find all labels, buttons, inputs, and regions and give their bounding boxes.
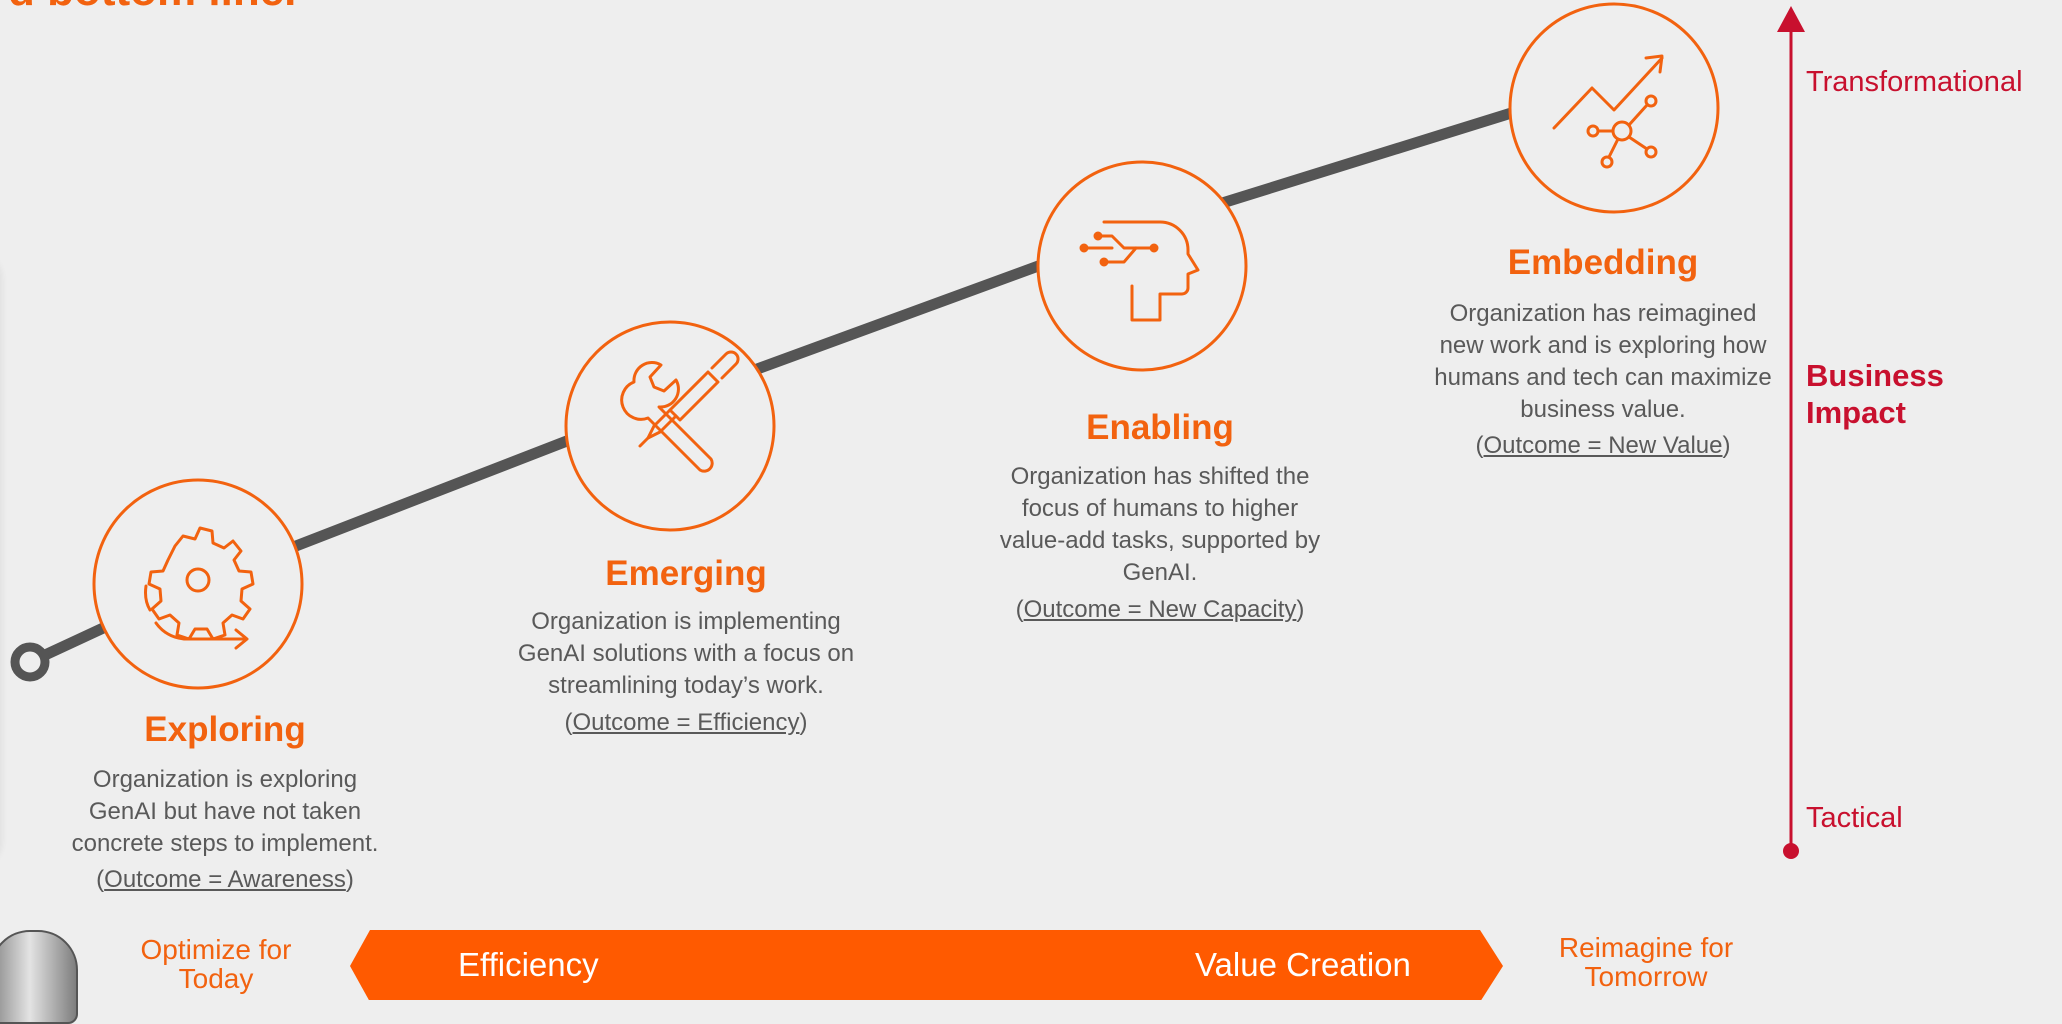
- axis-title-line2: Impact: [1806, 395, 1906, 430]
- stage-enabling-description: Organization has shifted the focus of hu…: [999, 463, 1321, 586]
- efficiency-to-value-band: [350, 930, 1503, 1000]
- band-right-label: Value Creation: [1195, 946, 1411, 983]
- stage-exploring-outcome: (Outcome = Awareness): [96, 866, 354, 893]
- stage-embedding-outcome: (Outcome = New Value): [1475, 432, 1731, 459]
- ai-head-circuit-icon: [1079, 220, 1200, 322]
- gear-cycle-icon: [144, 526, 255, 650]
- wrench-screwdriver-icon: [620, 350, 740, 473]
- band-right-end-line2: Tomorrow: [1584, 961, 1708, 992]
- stage-exploring-description: Organization is exploring GenAI but have…: [71, 766, 379, 857]
- band-left-end-line2: Today: [178, 963, 254, 994]
- embedding-icon-circle: [1508, 2, 1720, 214]
- business-impact-axis: [1777, 6, 1805, 859]
- stage-emerging-description: Organization is implementing GenAI solut…: [517, 608, 855, 699]
- axis-title: Business Impact: [1806, 357, 1944, 431]
- axis-base-marker: [1783, 843, 1799, 859]
- band-right-end-line1: Reimagine for: [1558, 932, 1734, 963]
- axis-top-label: Transformational: [1806, 66, 2023, 98]
- band-left-end-label: Optimize for Today: [141, 935, 292, 993]
- band-left-end-line1: Optimize for: [140, 934, 292, 965]
- emerging-icon-circle: [564, 320, 776, 532]
- band-right-end-label: Reimagine for Tomorrow: [1559, 933, 1733, 991]
- axis-arrow-head: [1777, 6, 1805, 32]
- page-title-fragment: d bottom line.: [8, 0, 296, 16]
- stage-embedding-title: Embedding: [1507, 243, 1699, 282]
- growth-network-icon: [1552, 54, 1664, 169]
- stage-enabling-outcome: (Outcome = New Capacity): [1015, 596, 1305, 623]
- stage-exploring-title: Exploring: [144, 710, 306, 749]
- axis-title-line1: Business: [1806, 358, 1944, 393]
- stage-emerging-outcome: (Outcome = Efficiency): [564, 709, 808, 736]
- axis-bottom-label: Tactical: [1806, 802, 1903, 834]
- stage-embedding-description: Organization has reimagined new work and…: [1434, 300, 1772, 423]
- exploring-icon-circle: [92, 478, 304, 690]
- path-start-marker: [10, 642, 50, 682]
- band-left-label: Efficiency: [458, 946, 599, 983]
- enabling-icon-circle: [1036, 160, 1248, 372]
- stage-emerging-title: Emerging: [605, 554, 767, 593]
- maturity-path-diagram: [10, 2, 1805, 1000]
- robot-illustration-fragment: [0, 930, 78, 1024]
- stage-enabling-title: Enabling: [1086, 408, 1234, 447]
